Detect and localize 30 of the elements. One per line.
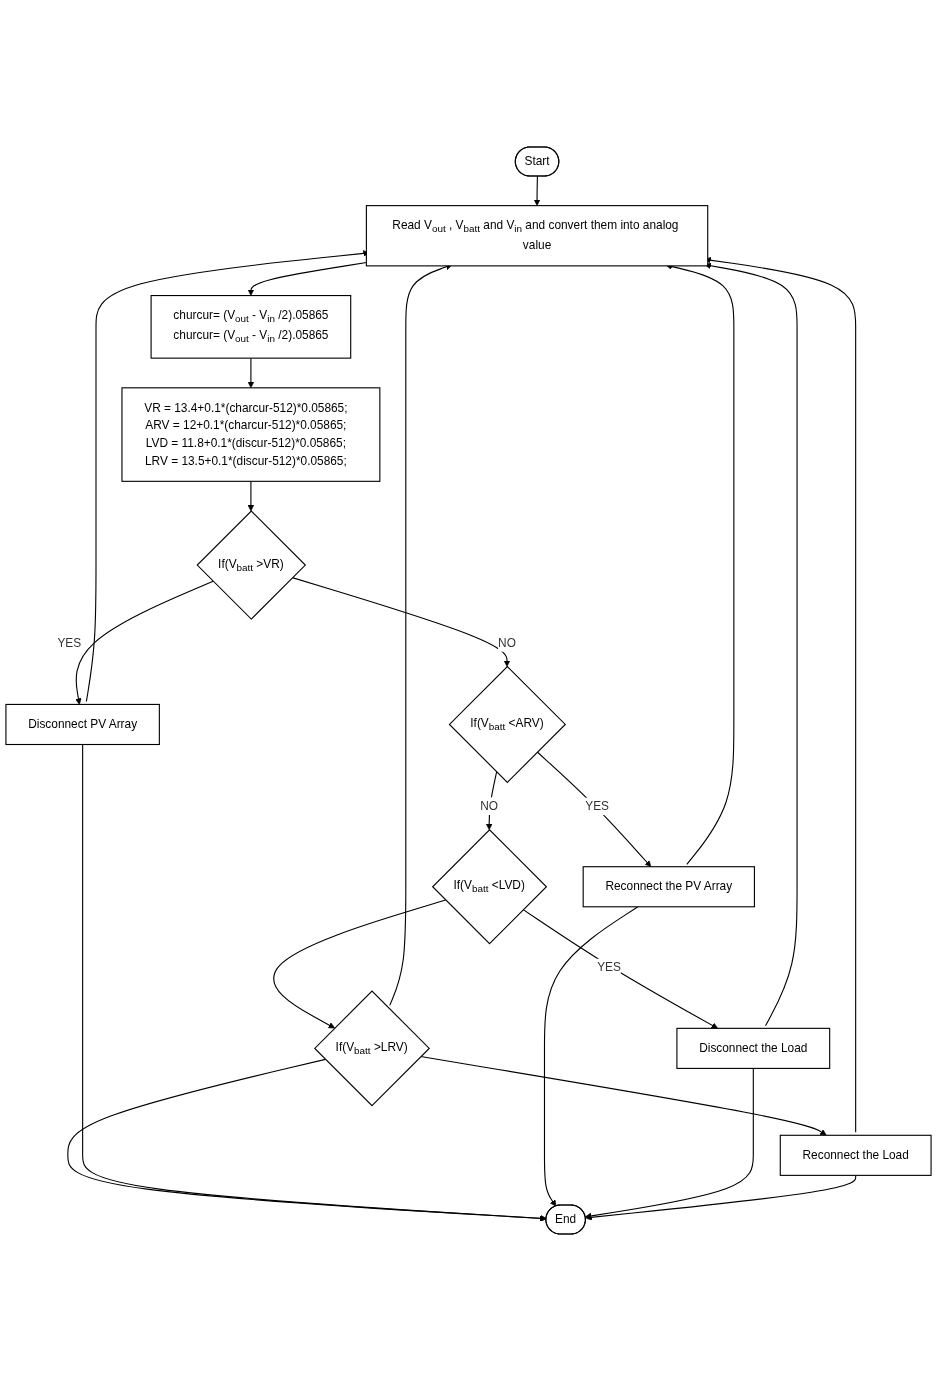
- process-box: Disconnect PV Array: [5, 703, 160, 746]
- arrow: [82, 743, 547, 1222]
- edge-label: NO: [480, 797, 499, 815]
- edge-label: YES: [585, 797, 609, 816]
- process-box: Reconnect the PV Array: [582, 866, 755, 908]
- process-box: VR = 13.4+0.1*(charcur-512)*0.05865; ARV = 12+0.1*(charcur-512)*0.05865; LVD = 11.8+0.1*(discur-512)*0.05865; LRV = 13.5+0.1*(discur-512)*0.05865;: [121, 387, 381, 482]
- process-box: Disconnect the Load: [676, 1027, 831, 1069]
- terminal-node: Start: [514, 146, 560, 177]
- decision-diamond: If(V$_{batt}$ <ARV): [448, 665, 567, 784]
- decision-diamond: If(V$_{batt}$ >VR): [196, 510, 307, 620]
- arrow: [247, 262, 367, 296]
- arrow: [273, 899, 447, 1029]
- arrow: [585, 1067, 754, 1220]
- arrow: [247, 480, 255, 512]
- arrow: [522, 909, 718, 1029]
- edge-label: YES: [597, 958, 621, 977]
- decision-diamond: If(V$_{batt}$ <LVD): [431, 829, 548, 945]
- arrow: [543, 906, 639, 1207]
- arrow: [533, 175, 541, 206]
- terminal-node: End: [545, 1204, 586, 1235]
- arrow: [585, 1174, 857, 1221]
- arrow: [420, 1056, 827, 1136]
- arrow: [247, 357, 255, 389]
- process-box: churcur= (V$_{out}$ - V$_{in}$ /2).05865 churcur= (V$_{out}$ - V$_{in}$ /2).05865: [150, 295, 352, 359]
- arrow: [75, 580, 214, 705]
- process-box: Read V$_{out}$ , V$_{batt}$ and V$_{in}$ and convert them into analog value: [365, 205, 709, 267]
- process-box: Reconnect the Load: [779, 1134, 932, 1176]
- decision-diamond: If(V$_{batt}$ >LRV): [314, 990, 430, 1107]
- arrow: [485, 771, 498, 831]
- arrow: [536, 751, 652, 867]
